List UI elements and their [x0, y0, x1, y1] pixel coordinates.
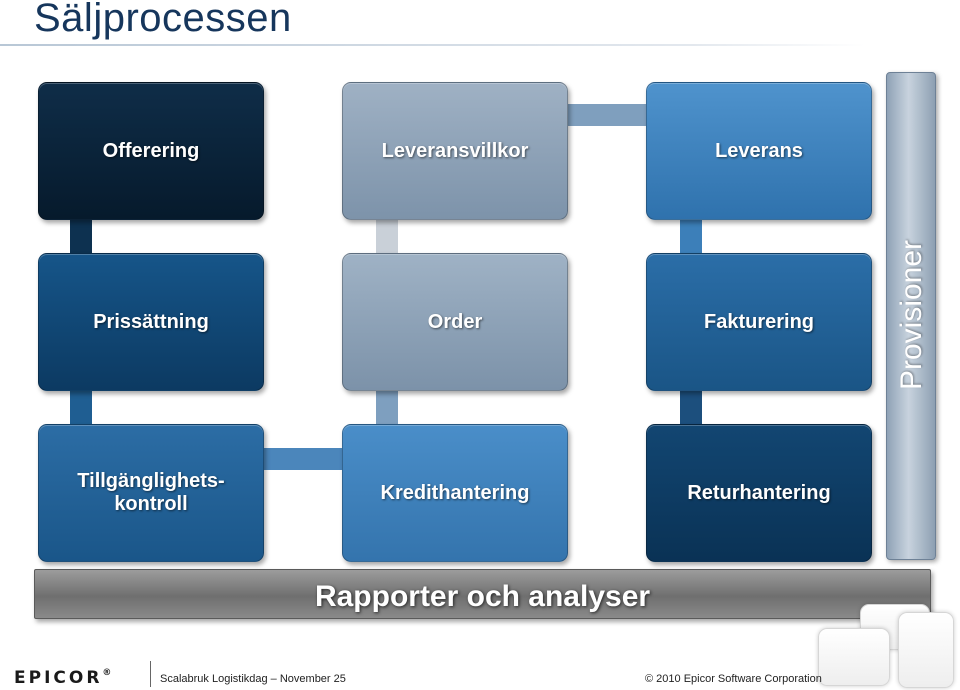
process-box-label: Fakturering	[703, 310, 815, 333]
decorative-tile	[898, 612, 954, 688]
connector-kredithantering-order	[376, 386, 398, 428]
reports-bar: Rapporter och analyser	[34, 569, 931, 619]
connector-fakturering-returhantering	[680, 386, 702, 428]
footer-copyright: © 2010 Epicor Software Corporation	[645, 673, 822, 685]
process-box-label: Leveransvillkor	[381, 139, 529, 162]
process-box-order: Order	[342, 253, 568, 391]
process-box-label: Offerering	[102, 139, 200, 162]
process-box-returhantering: Returhantering	[646, 424, 872, 562]
footer-event-text: Scalabruk Logistikdag – November 25	[160, 673, 346, 685]
process-box-fakturering: Fakturering	[646, 253, 872, 391]
process-box-label: Tillgänglighets- kontroll	[77, 470, 225, 515]
process-box-label: Kredithantering	[380, 481, 530, 504]
connector-order-leveransvillkor	[376, 216, 398, 256]
process-box-offerering: Offerering	[38, 82, 264, 220]
connector-leveransvillkor-leverans	[566, 104, 648, 126]
epicor-logo-text: EPICOR	[14, 668, 103, 688]
process-box-kredithantering: Kredithantering	[342, 424, 568, 562]
connector-prissattning-tillganglighet	[70, 386, 92, 428]
decorative-tile	[818, 628, 890, 686]
process-box-label: Order	[427, 310, 483, 333]
side-panel	[886, 72, 936, 560]
reports-bar-label: Rapporter och analyser	[314, 580, 651, 613]
footer-divider	[150, 661, 151, 687]
title-underline	[0, 44, 865, 46]
process-box-label: Prissättning	[93, 310, 209, 333]
connector-tillganglighet-kredithantering	[264, 448, 344, 470]
process-box-label: Returhantering	[687, 481, 831, 504]
epicor-logo: EPICOR®	[14, 668, 111, 688]
page-title: Säljprocessen	[34, 0, 292, 40]
registered-mark: ®	[102, 668, 112, 678]
process-box-tillganglighetskontroll: Tillgänglighets- kontroll	[38, 424, 264, 562]
connector-offerering-prissattning	[70, 216, 92, 256]
process-box-leveransvillkor: Leveransvillkor	[342, 82, 568, 220]
side-panel-label: Provisioner	[895, 239, 928, 391]
process-box-leverans: Leverans	[646, 82, 872, 220]
process-box-prissattning: Prissättning	[38, 253, 264, 391]
connector-leverans-fakturering	[680, 216, 702, 256]
process-box-label: Leverans	[715, 139, 803, 162]
